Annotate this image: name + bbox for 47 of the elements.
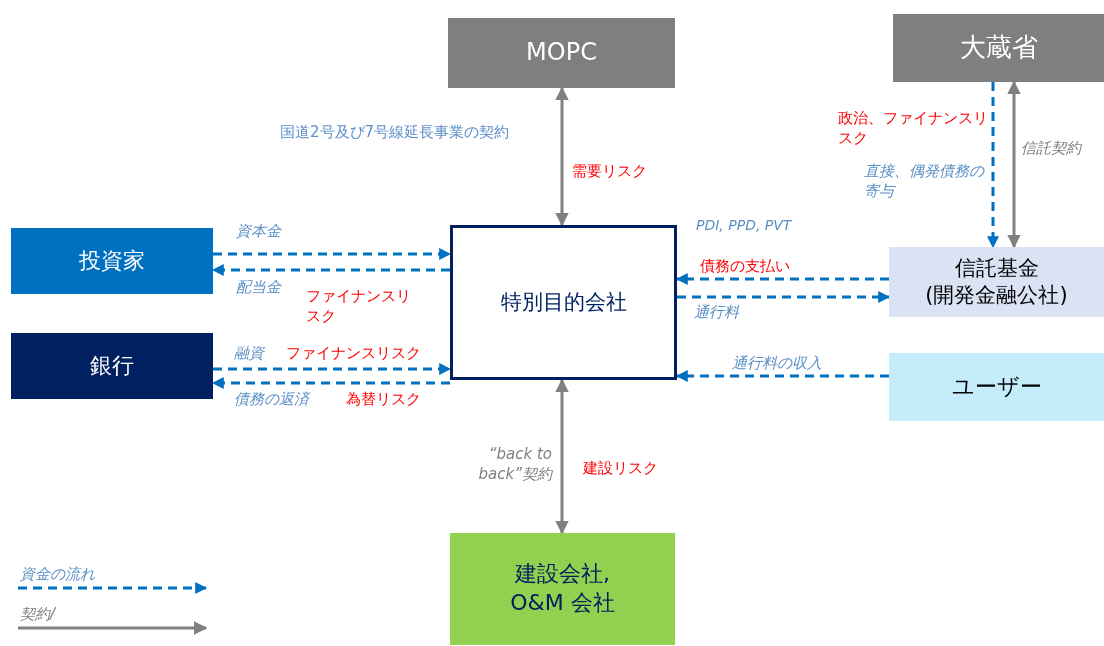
edge-label: 通行料 <box>694 302 739 323</box>
entity-box <box>448 18 675 88</box>
node-label: O&M 会社 <box>510 589 615 617</box>
node-label: 信託基金 <box>954 254 1039 282</box>
node-label: 特別目的会社 <box>500 288 627 316</box>
edge-label: 直接、偶発債務の寄与 <box>864 161 986 202</box>
node-label: (開発金融公社) <box>925 282 1068 309</box>
arrow <box>213 248 452 260</box>
node-label: 大蔵省 <box>959 31 1038 65</box>
entity-box <box>450 533 675 645</box>
risk-label: ファイナンスリスク <box>286 343 421 364</box>
arrow <box>675 273 889 285</box>
edge-label: “back to back”契約 <box>477 444 552 485</box>
entity-box <box>11 228 213 294</box>
arrow <box>555 86 569 227</box>
risk-label: 需要リスク <box>572 161 647 182</box>
edge-label: 資本金 <box>236 221 281 242</box>
node-label: 銀行 <box>90 351 134 380</box>
edge-label: 配当金 <box>236 277 281 298</box>
legend-label: 資金の流れ <box>20 564 95 585</box>
arrow <box>555 378 569 535</box>
risk-label: 為替リスク <box>346 389 421 410</box>
arrow <box>677 291 891 303</box>
arrow <box>987 82 999 249</box>
legend-label: 契約/ <box>20 604 56 625</box>
entity-box <box>889 353 1104 421</box>
entity-box <box>450 225 677 380</box>
risk-label: 建設リスク <box>583 458 658 479</box>
arrow <box>1007 80 1021 249</box>
node-label: MOPC <box>526 37 597 69</box>
risk-label: ファイナンスリスク <box>306 286 412 327</box>
edge-label: 通行料の収入 <box>732 353 822 374</box>
edge-label: 債務の返済 <box>234 389 309 410</box>
arrow <box>213 363 452 375</box>
edge-label: 国道2号及び7号線延長事業の契約 <box>280 122 510 143</box>
arrow <box>675 370 889 382</box>
note-label: PDI, PPD, PVT <box>696 216 792 235</box>
node-label: ユーザー <box>951 372 1042 401</box>
edge-label: 信託契約 <box>1021 138 1081 159</box>
edge-label: 債務の支払い <box>700 256 790 277</box>
entity-box <box>889 247 1104 317</box>
entity-box <box>11 333 213 399</box>
risk-label: 政治、ファイナンスリスク <box>838 108 989 149</box>
node-label: 建設会社, <box>515 560 610 589</box>
node-label: 投資家 <box>79 246 145 275</box>
edge-label: 融資 <box>234 343 264 364</box>
entity-box <box>893 14 1104 82</box>
